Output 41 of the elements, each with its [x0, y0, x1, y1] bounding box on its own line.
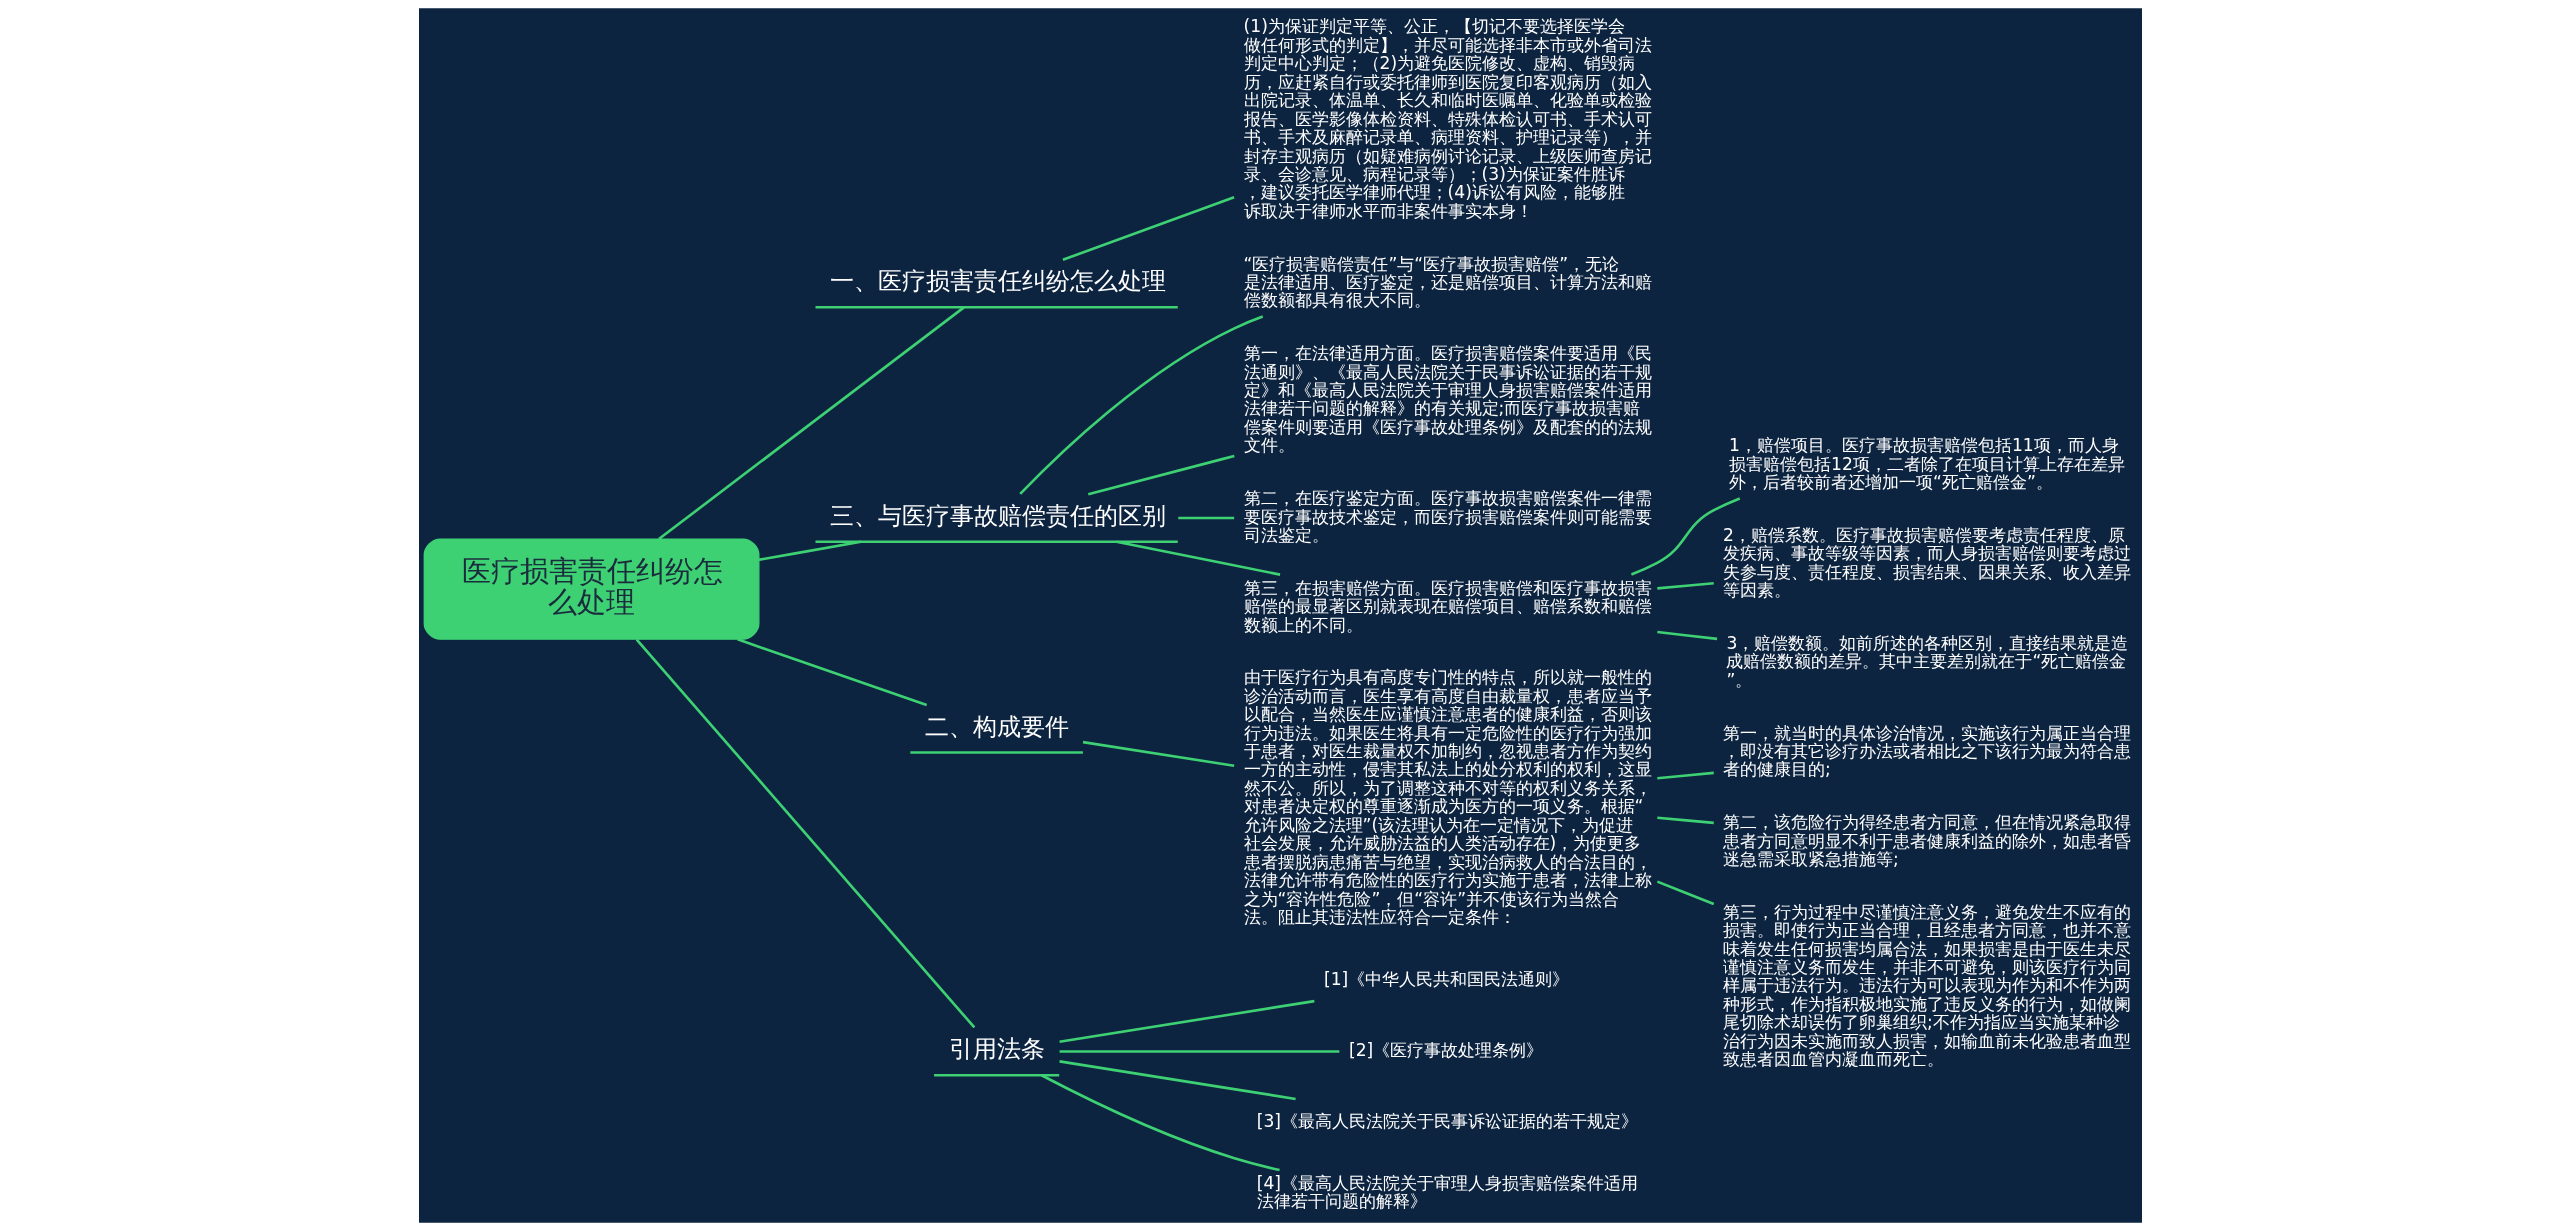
node-text: 2，赔偿系数。医疗事故损害赔偿要考虑责任程度、原发疾病、事故等级等因素，而人身损害赔偿则要考虑过失参与度、责任程度、损害结果、因果关系、收入差异等因素。: [1722, 524, 2131, 601]
node-text: 引用法条: [948, 1035, 1045, 1064]
node-text: 三、与医疗事故赔偿责任的区别: [829, 501, 1166, 530]
connector: [1082, 740, 1234, 767]
node-text: 第一，就当时的具体诊治情况，实施该行为属正当合理，即没有其它诊疗办法或者相比之下该行为最为符合患者的健康目的;: [1722, 722, 2131, 780]
connector: [1087, 454, 1235, 496]
node-text: 第二，在医疗鉴定方面。医疗事故损害赔偿案件一律需要医疗事故技术鉴定，而医疗损害赔偿案件则可能需要司法鉴定。: [1243, 488, 1652, 545]
node-text: 1，赔偿项目。医疗事故损害赔偿包括11项，而人身损害赔偿包括12项，二者除了在项目计算上存在差异外，后者较前者还增加一项“死亡赔偿金”。: [1728, 435, 2125, 493]
connector: [1018, 315, 1263, 495]
node-text: [1]《中华人民共和国民法通则》: [1323, 968, 1569, 989]
connector: [1630, 497, 1740, 576]
connector: [1656, 771, 1714, 780]
connector: [1059, 1050, 1339, 1053]
connector: [1058, 1060, 1296, 1101]
connector: [657, 306, 965, 541]
node-text: 第三，在损害赔偿方面。医疗损害赔偿和医疗事故损害赔偿的最显著区别就表现在赔偿项目、赔偿系数和赔偿数额上的不同。: [1243, 577, 1652, 635]
node-text: 3，赔偿数额。如前所述的各种区别，直接结果就是造成赔偿数额的差异。其中主要差别就在于“死亡赔偿金”。: [1725, 632, 2128, 690]
node-text: [2]《医疗事故处理条例》: [1348, 1040, 1543, 1060]
connector: [1061, 195, 1235, 262]
node-text: “医疗损害赔偿责任”与“医疗事故损害赔偿”，无论是法律适用、医疗鉴定，还是赔偿项目、计算方法和赔偿数额都具有很大不同。: [1243, 253, 1652, 311]
connector: [1040, 1074, 1280, 1172]
connector: [1115, 540, 1280, 576]
connector: [635, 638, 975, 1029]
node-text: [3]《最高人民法院关于民事诉讼证据的若干规定》: [1256, 1111, 1638, 1132]
connector: [1656, 582, 1714, 590]
node-text: (1)为保证判定平等、公正，【切记不要选择医学会做任何形式的判定】，并尽可能选择非本市或外省司法判定中心判定；（2)为避免医院修改、虚构、销毁病历，应赶紧自行或委托律师到医院复印客观病历（如入出院记录、体温单、长久和临时医嘱单、化验单或检验报告、医学影像体检资料、特殊体检认可书、手术认可书、手术及麻醉记录单、病理资料、护理记录等），并封存主观病历（如疑难病例讨论记录、上级医师查房记录、会诊意见、病程记录等）；(3)为保证案件胜诉，建议委托医学律师代理；(4)诉讼有风险，能够胜诉取决于律师水平而非案件事实本身！: [1243, 16, 1652, 221]
node-text: 二、构成要件: [924, 712, 1069, 741]
node-text: 第一，在法律适用方面。医疗损害赔偿案件要适用《民法通则》、《最高人民法院关于民事诉讼证据的若干规定》和《最高人民法院关于审理人身损害赔偿案件适用法律若干问题的解释》的有关规定;而医疗事故损害赔偿案件则要适用《医疗事故处理条例》及配套的的法规文件。: [1243, 343, 1652, 456]
node-box: 医疗损害责任纠纷怎么处理: [423, 538, 759, 640]
node-text: 一、医疗损害责任纠纷怎么处理: [829, 267, 1166, 296]
node-text: 由于医疗行为具有高度专门性的特点，所以就一般性的诊治活动而言，医生享有高度自由裁量权，患者应当予以配合，当然医生应谨慎注意患者的健康利益，否则该行为违法。如果医生将具有一定危险性的医疗行为强加于患者，对医生裁量权不加制约，忽视患者方作为契约一方的主动性，侵害其私法上的处分权利的权利，这显然不公。所以，为了调整这种不对等的权利义务关系，对患者决定权的尊重逐渐成为医方的一项义务。根据“允许风险之法理”(该法理认为在一定情况下，为促进社会发展，允许威胁法益的人类活动存在)，为使更多患者摆脱病患痛苦与绝望，实现治病救人的合法目的，法律允许带有危险性的医疗行为实施于患者，法律上称之为“容许性危险”，但“容许”并不使该行为当然合法。阻止其违法性应符合一定条件：: [1243, 667, 1652, 927]
connector: [1177, 516, 1234, 520]
node-text: 第二，该危险行为得经患者方同意，但在情况紧急取得患者方同意明显不利于患者健康利益的除外，如患者昏迷急需采取紧急措施等;: [1722, 812, 2131, 869]
node-text: [4]《最高人民法院关于审理人身损害赔偿案件适用法律若干问题的解释》: [1256, 1173, 1638, 1212]
connector: [736, 638, 927, 707]
node-text: 第三，行为过程中尽谨慎注意义务，避免发生不应有的损害。即使行为正当合理，且经患者方同意，也并不意味着发生任何损害均属合法，如果损害是由于医生未尽谨慎注意义务而发生，并非不可避免，则该医疗行为同样属于违法行为。违法行为可以表现为作为和不作为两种形式，作为指积极地实施了违反义务的行为，如做阑尾切除术却误伤了卵巢组织;不作为指应当实施某种诊治行为因未实施而致人损害，如输血前未化验患者血型致患者因血管内凝血而死亡。: [1722, 901, 2131, 1070]
connector: [1656, 816, 1714, 825]
connector: [1656, 630, 1717, 641]
connector: [758, 540, 861, 562]
connector: [1058, 999, 1315, 1043]
connector: [1656, 880, 1714, 906]
